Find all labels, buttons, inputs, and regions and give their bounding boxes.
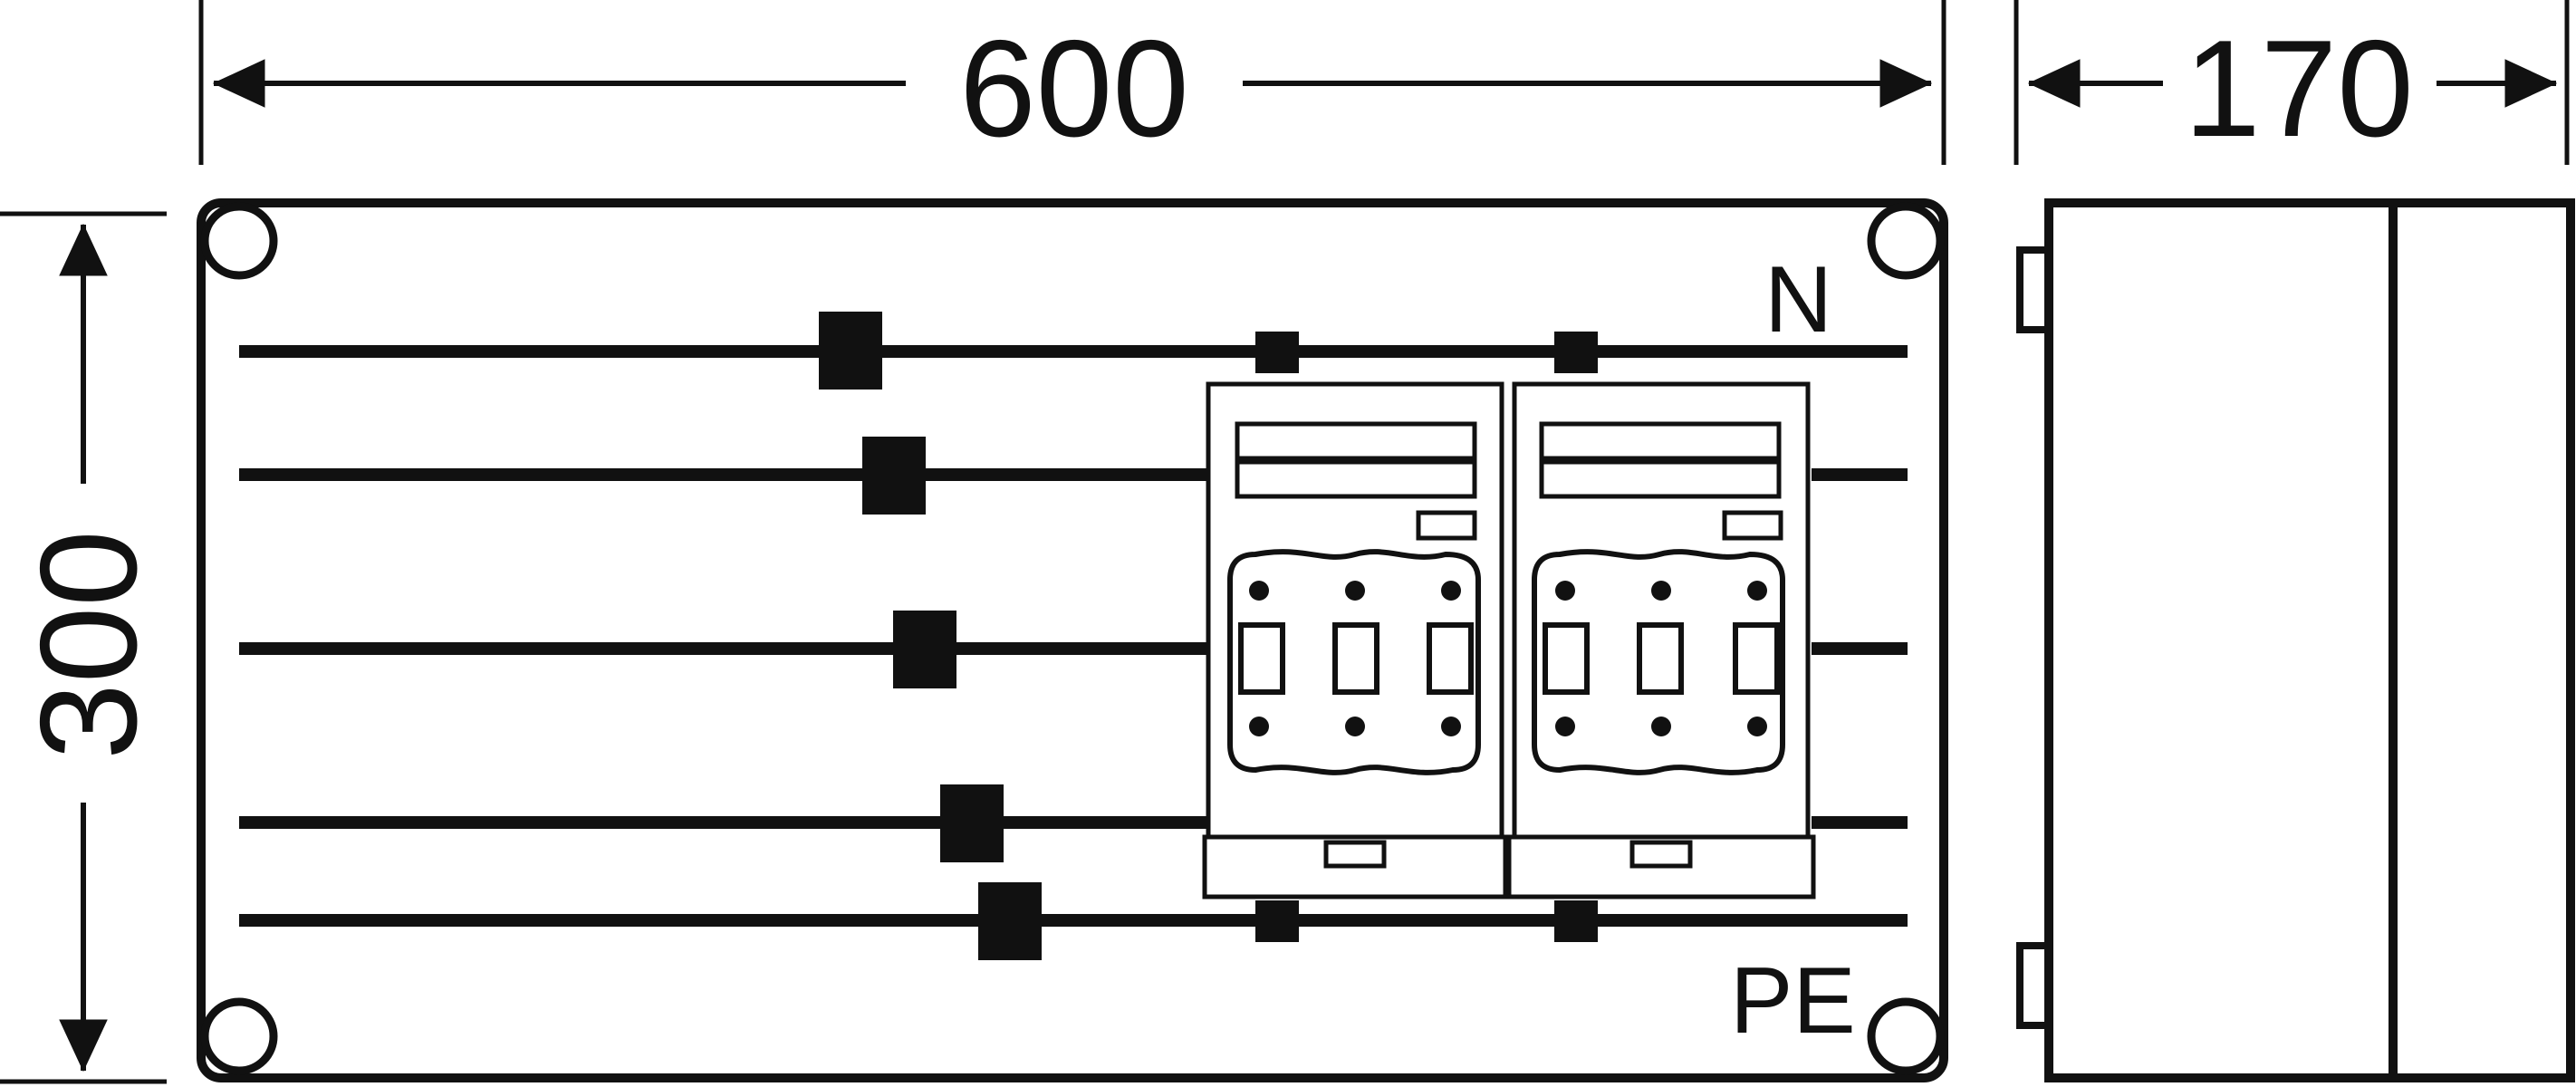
screw — [1441, 717, 1461, 736]
screw — [1651, 717, 1671, 736]
terminal-n-2 — [1554, 332, 1598, 373]
height-dimension — [0, 211, 167, 1084]
terminal-pe-1 — [1255, 900, 1299, 942]
screw — [1747, 717, 1767, 736]
height-arrow-bottom — [59, 1019, 108, 1073]
enclosure-side-view — [2016, 198, 2575, 1082]
mounting-hole-bottom-left — [200, 997, 278, 1075]
fuse-switch-1-indicator — [1416, 510, 1477, 541]
enclosure-outline — [197, 198, 1948, 1082]
side-view-hinge-bottom — [2016, 942, 2052, 1029]
busbars — [239, 345, 1908, 927]
screw — [1249, 717, 1269, 736]
fuse-switch-1-label-strip-bottom — [1235, 459, 1477, 499]
depth-dimension-label: 170 — [2184, 12, 2414, 166]
fuse-1-b — [1332, 622, 1379, 695]
fuse-switch-2-label-strip-bottom — [1539, 459, 1782, 499]
pe-busbar-label: PE — [1730, 948, 1856, 1053]
screw — [1249, 581, 1269, 601]
fuse-switch-2 — [1506, 381, 1816, 899]
clamp-l1 — [862, 437, 926, 515]
mounting-hole-top-right — [1867, 202, 1945, 280]
fuse-1-c — [1427, 622, 1474, 695]
depth-arrow-left — [2027, 59, 2081, 108]
terminal-pe-2 — [1554, 900, 1598, 942]
fuse-switch-2-screws — [1555, 581, 1767, 736]
neutral-busbar-label: N — [1764, 247, 1832, 352]
clamp-n — [819, 312, 882, 390]
width-dimension — [198, 0, 1946, 165]
fuse-2-b — [1637, 622, 1684, 695]
fuse-switch-2-label-strip-top — [1539, 421, 1782, 461]
enclosure-front-view — [197, 198, 1948, 1082]
screw — [1651, 581, 1671, 601]
fuse-switch-1-base-tab — [1323, 840, 1387, 869]
fuse-2-a — [1543, 622, 1590, 695]
height-arrow-top — [59, 223, 108, 276]
fuse-switch-1 — [1202, 381, 1508, 899]
fuse-switch-2-base-tab — [1629, 840, 1693, 869]
width-arrow-left — [212, 59, 265, 108]
fuse-switch-1-screws — [1249, 581, 1461, 736]
busbar-clamps — [819, 312, 1598, 960]
clamp-pe — [978, 882, 1042, 960]
mounting-hole-top-left — [200, 202, 278, 280]
screw — [1747, 581, 1767, 601]
fuse-switch-1-label-strip-top — [1235, 421, 1477, 461]
depth-dimension — [2014, 0, 2570, 165]
screw — [1345, 717, 1365, 736]
fuse-switch-2-indicator — [1722, 510, 1783, 541]
side-view-hinge-top — [2016, 246, 2052, 333]
height-dimension-label: 300 — [12, 530, 166, 760]
screw — [1555, 717, 1575, 736]
depth-arrow-right — [2504, 59, 2558, 108]
side-view-outline — [2044, 198, 2575, 1082]
clamp-l3 — [940, 784, 1004, 862]
screw — [1555, 581, 1575, 601]
fuse-2-c — [1733, 622, 1780, 695]
width-arrow-right — [1879, 59, 1933, 108]
fuse-1-a — [1238, 622, 1285, 695]
screw — [1345, 581, 1365, 601]
screw — [1441, 581, 1461, 601]
mounting-hole-bottom-right — [1867, 997, 1945, 1075]
clamp-l2 — [893, 611, 956, 688]
terminal-n-1 — [1255, 332, 1299, 373]
width-dimension-label: 600 — [959, 12, 1189, 166]
